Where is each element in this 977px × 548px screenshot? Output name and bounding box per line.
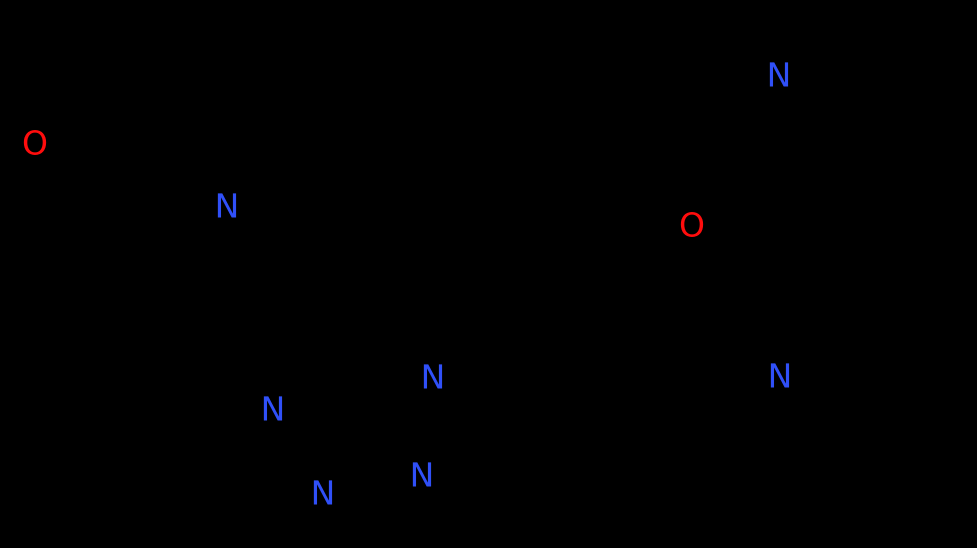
atom-nitrogen-5: N <box>260 389 286 429</box>
atom-nitrogen-3: N <box>420 357 446 397</box>
atom-oxygen-1: O <box>22 123 48 163</box>
atom-nitrogen-7: N <box>310 473 336 513</box>
atom-oxygen-2: O <box>679 205 705 245</box>
atom-nitrogen-4: N <box>767 356 793 396</box>
atom-nitrogen-1: N <box>214 186 240 226</box>
atom-nitrogen-6: N <box>409 455 435 495</box>
atom-nitrogen-2: N <box>766 55 792 95</box>
